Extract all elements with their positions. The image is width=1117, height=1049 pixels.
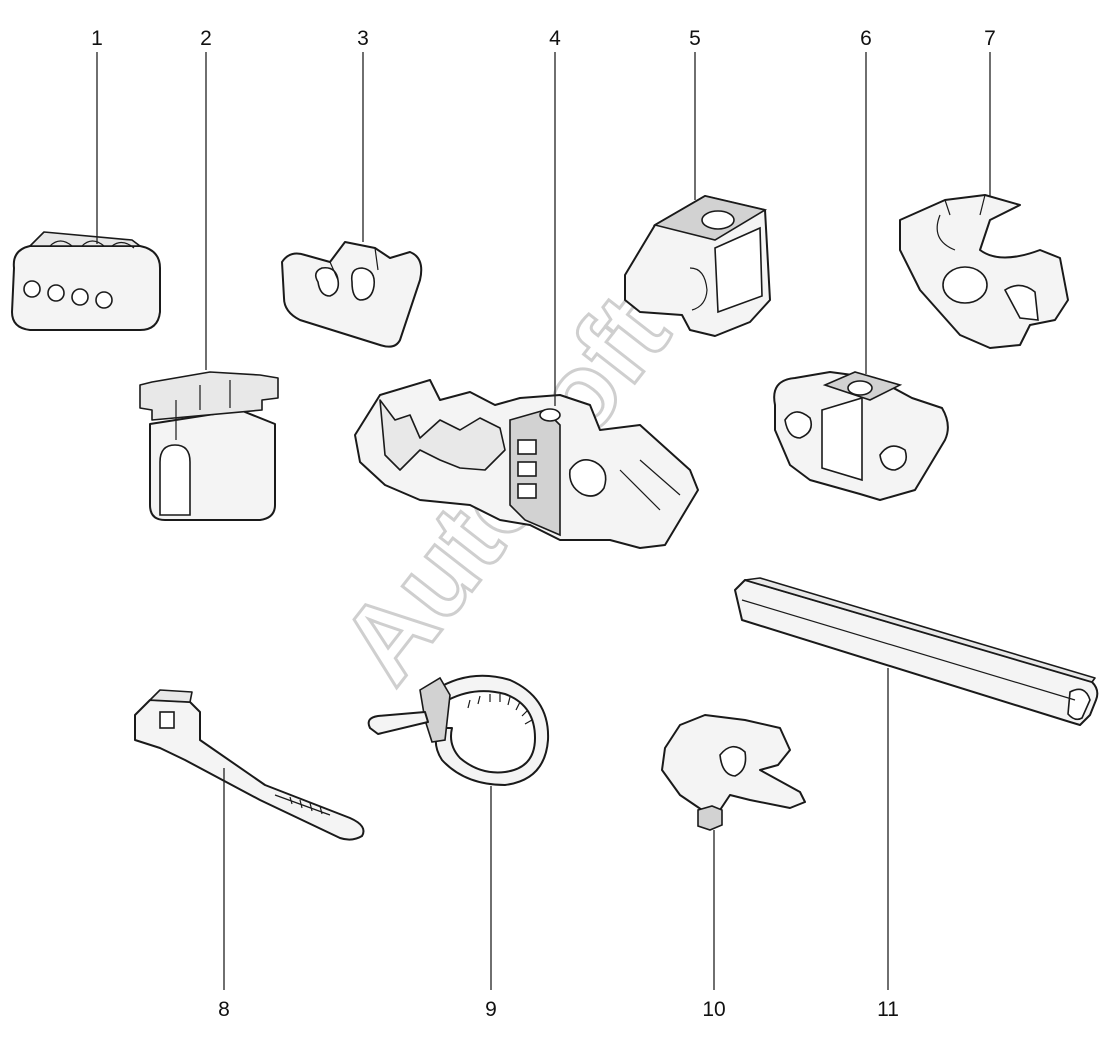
part-1-multi-hole-clip	[11, 231, 161, 331]
part-2-stacked-clip	[139, 371, 279, 521]
callout-8: 8	[218, 998, 230, 1021]
callout-5: 5	[689, 27, 701, 50]
part-10-push-in-clip	[661, 714, 806, 831]
part-6-side-clip-block	[773, 371, 949, 501]
callout-9: 9	[485, 998, 497, 1021]
part-11-edge-trim-strip	[734, 577, 1099, 726]
callout-6: 6	[860, 27, 872, 50]
part-9-loop-tie	[367, 674, 550, 786]
callout-4: 4	[549, 27, 561, 50]
callout-10: 10	[702, 998, 725, 1021]
callout-2: 2	[200, 27, 212, 50]
callout-1: 1	[91, 27, 103, 50]
part-4-multi-channel-clip	[354, 379, 699, 549]
part-3-double-clip	[281, 241, 423, 348]
part-5-block-clip	[624, 195, 771, 337]
part-8-cable-tie	[134, 689, 365, 841]
callout-3: 3	[357, 27, 369, 50]
callout-7: 7	[984, 27, 996, 50]
callout-11: 11	[877, 998, 899, 1021]
part-7-spring-clip	[899, 194, 1069, 349]
